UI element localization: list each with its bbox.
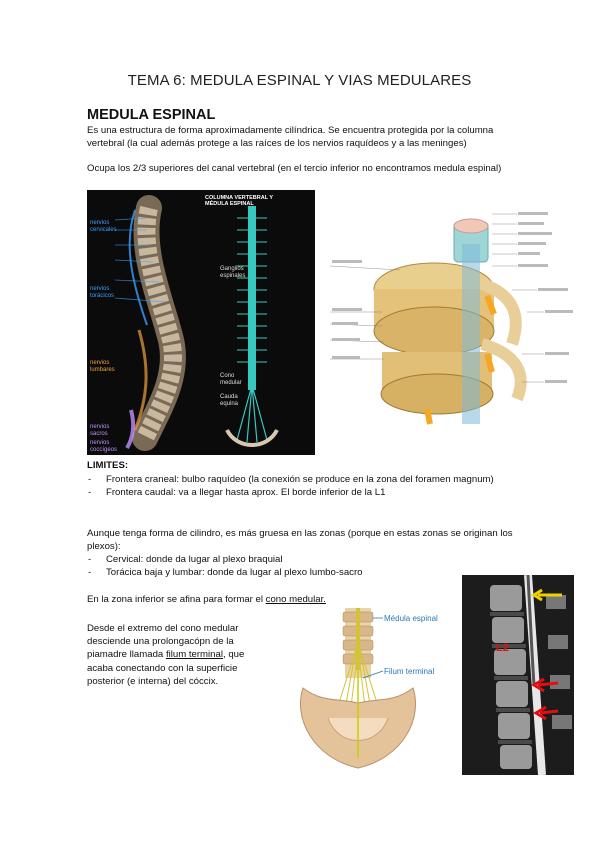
filum-paragraph: Desde el extremo del cono medular descie… bbox=[87, 622, 272, 688]
thickness-paragraph: Aunque tenga forma de cilindro, es más g… bbox=[87, 528, 513, 552]
label-cauda-1: Cauda bbox=[220, 394, 238, 400]
intro-paragraph: Es una estructura de forma aproximadamen… bbox=[87, 125, 494, 149]
label-cervical-2: cervicales bbox=[90, 227, 117, 233]
list-item: Cervical: donde da lugar al plexo braqui… bbox=[88, 554, 448, 567]
label-coccygeal-2: coccígeos bbox=[90, 447, 117, 453]
list-item: Frontera caudal: va a llegar hasta aprox… bbox=[88, 487, 508, 500]
label-coccygeal-1: nervios bbox=[90, 440, 109, 446]
mri-drawing: L2 bbox=[462, 574, 574, 776]
filum-text-a: Desde el extremo del cono medular descie… bbox=[87, 623, 239, 661]
label-lumbar-2: lumbares bbox=[90, 367, 115, 373]
section-heading: MEDULA ESPINAL bbox=[87, 107, 216, 123]
figure-title-line2: MÉDULA ESPINAL bbox=[205, 199, 254, 207]
label-cone-1: Cono bbox=[220, 373, 235, 379]
plexus-list: Cervical: donde da lugar al plexo braqui… bbox=[88, 554, 448, 579]
label-l2: L2 bbox=[496, 642, 509, 654]
filum-figure: Médula espinal Filum terminal bbox=[283, 608, 455, 774]
label-cervical-1: nervios bbox=[90, 220, 109, 226]
label-lumbar-1: nervios bbox=[90, 360, 109, 366]
figure-title-line1: COLUMNA VERTEBRAL Y bbox=[205, 195, 273, 201]
label-ganglia-1: Ganglios bbox=[220, 266, 244, 272]
spine-figure-drawing: COLUMNA VERTEBRAL Y MÉDULA ESPINAL nervi… bbox=[90, 195, 279, 453]
list-item: Torácica baja y lumbar: donde da lugar a… bbox=[88, 567, 448, 580]
label-sacral-1: nervios bbox=[90, 424, 109, 430]
label-ganglia-2: espinales bbox=[220, 273, 245, 279]
list-item: Frontera craneal: bulbo raquídeo (la con… bbox=[88, 474, 508, 487]
filum-text-b: , que acaba conectando con la superficie… bbox=[87, 649, 245, 687]
filum-link: filum terminal bbox=[165, 649, 223, 661]
mri-figure: L2 bbox=[462, 574, 574, 776]
limits-heading: LIMITES: bbox=[87, 460, 129, 471]
label-toracic-2: torácicos bbox=[90, 293, 114, 299]
filum-drawing: Médula espinal Filum terminal bbox=[299, 608, 438, 769]
label-filum-terminal: Filum terminal bbox=[384, 667, 434, 676]
label-toracic-1: nervios bbox=[90, 286, 109, 292]
cone-link: cono medular. bbox=[265, 594, 326, 605]
label-medula-espinal: Médula espinal bbox=[384, 614, 438, 623]
location-paragraph: Ocupa los 2/3 superiores del canal verte… bbox=[87, 163, 502, 174]
vertebrae-figure bbox=[322, 204, 582, 430]
vertebrae-drawing bbox=[329, 212, 573, 425]
cone-paragraph: En la zona inferior se afina para formar… bbox=[87, 594, 326, 607]
label-sacral-2: sacros bbox=[90, 431, 108, 437]
cone-prefix: En la zona inferior se afina para formar… bbox=[87, 594, 266, 605]
limits-list: Frontera craneal: bulbo raquídeo (la con… bbox=[88, 474, 508, 499]
page-title: TEMA 6: MEDULA ESPINAL Y VIAS MEDULARES bbox=[127, 72, 472, 89]
spine-figure: COLUMNA VERTEBRAL Y MÉDULA ESPINAL nervi… bbox=[87, 190, 315, 455]
label-cone-2: medular bbox=[220, 380, 242, 386]
label-cauda-2: equina bbox=[220, 401, 239, 407]
